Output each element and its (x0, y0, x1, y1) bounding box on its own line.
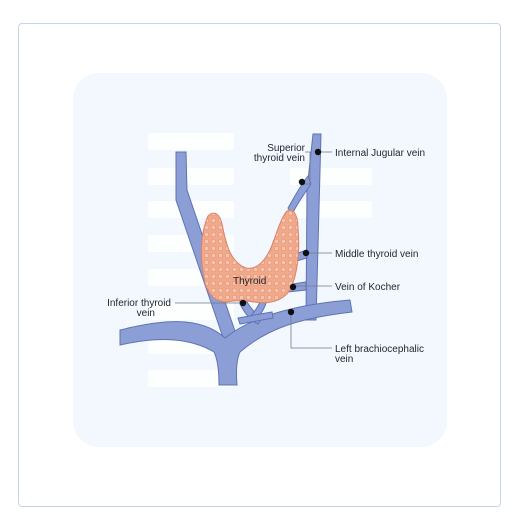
label-left-brachiocephalic-vein-line2: vein (335, 354, 353, 365)
label-internal-jugular-vein: Internal Jugular vein (335, 148, 425, 159)
internal-jugular-vein (305, 133, 322, 321)
marker-middle-thyroid-vein (302, 249, 310, 257)
marker-internal-jugular-vein (314, 148, 322, 156)
superior-thyroid-vein (287, 175, 312, 215)
label-left-brachiocephalic-vein-line1: Left brachiocephalic (335, 344, 424, 355)
diagram-panel (73, 73, 447, 447)
marker-vein-of-kocher (289, 283, 297, 291)
thyroid-gland (200, 209, 300, 304)
label-inferior-thyroid-vein-line1: Inferior thyroid (107, 298, 171, 309)
label-thyroid: Thyroid (233, 276, 266, 287)
marker-left-brachiocephalic-vein (287, 308, 295, 316)
label-markers (239, 148, 322, 316)
label-vein-of-kocher: Vein of Kocher (335, 282, 401, 293)
label-middle-thyroid-vein: Middle thyroid vein (335, 249, 418, 260)
label-inferior-thyroid-vein-line2: vein (137, 308, 155, 319)
marker-inferior-thyroid-vein (239, 299, 247, 307)
leader-lines (175, 151, 332, 349)
marker-superior-thyroid-vein (298, 178, 306, 186)
label-superior-thyroid-vein-line1: Superior (267, 143, 305, 154)
brachiocephalic-trunk (119, 299, 353, 386)
label-superior-thyroid-vein-line2: thyroid vein (254, 153, 305, 164)
